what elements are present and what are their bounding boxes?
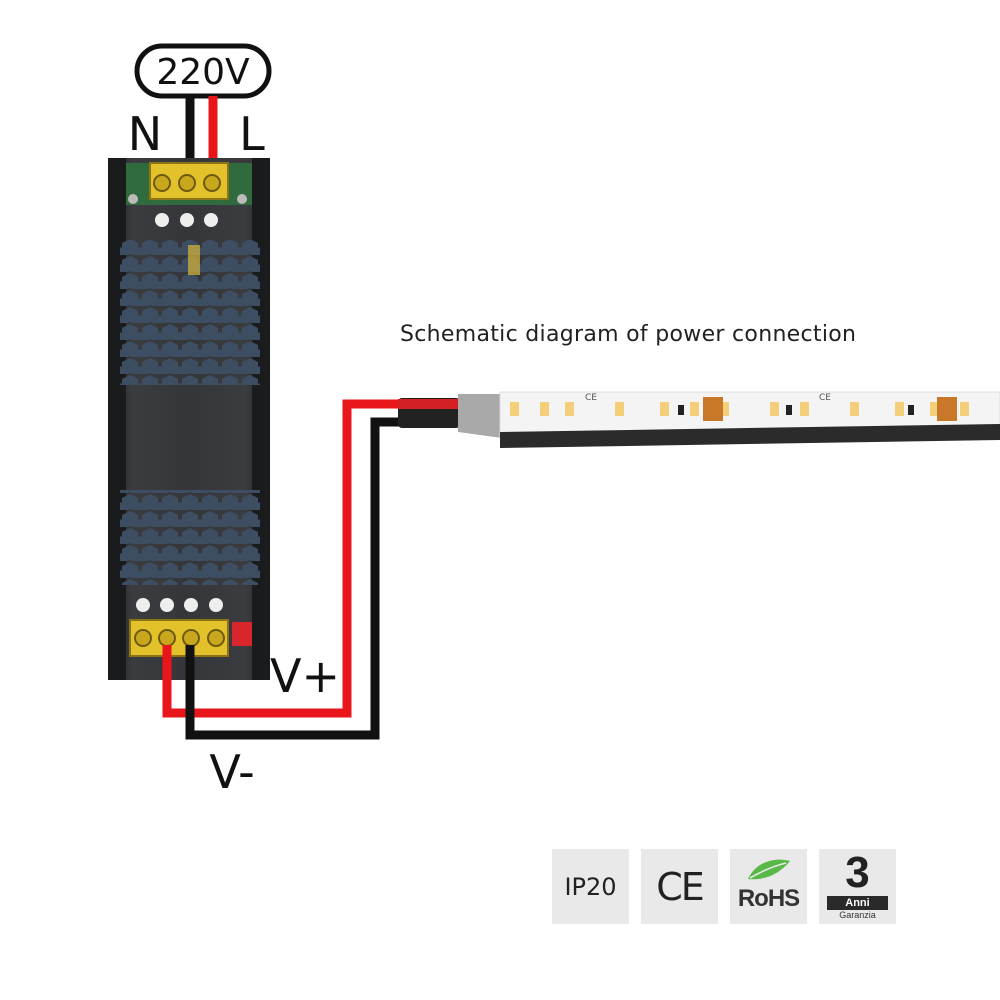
adjust-switch [232,622,252,646]
terminal-screw-icon [153,174,221,192]
input-voltage-badge: 220V [134,43,272,99]
led-chip-icon [510,397,969,421]
led-chip [615,402,624,416]
led-chip [540,402,549,416]
led-chip [895,402,904,416]
led-chip [800,402,809,416]
led-chip [565,402,574,416]
positive-label: V+ [270,649,340,703]
led-strip: CE CE [499,391,1000,448]
neutral-label: N [128,107,162,161]
warranty-unit: Anni [827,896,888,910]
input-voltage-label: 220V [156,52,250,93]
warranty-word: Garanzia [839,910,876,920]
led-chip [720,402,729,416]
positive-wire [162,399,400,718]
diagram-caption: Schematic diagram of power connection [400,322,857,347]
ip-rating-text: IP20 [564,873,617,901]
negative-label: V- [209,745,254,799]
negative-wire [185,417,400,740]
power-supply-unit [108,158,270,680]
ce-badge: CE [641,849,718,924]
strip-solder-pad [937,397,957,421]
strip-solder-pad [703,397,723,421]
strip-ce-mark: CE [585,393,597,403]
led-chip [770,402,779,416]
led-chip [660,402,669,416]
strip-connector [458,394,502,438]
live-label: L [239,107,265,161]
led-chip [690,402,699,416]
ce-text: CE [656,865,705,909]
warranty-badge: 3 Anni Garanzia [819,849,896,924]
rohs-badge: RoHS [730,849,807,924]
led-chip [930,402,939,416]
warranty-number: 3 [845,849,870,897]
rohs-leaf-icon [748,859,790,880]
lower-vent-grille [120,490,260,585]
ip20-badge: IP20 [552,849,629,924]
led-chip [510,402,519,416]
strip-resistor [908,405,914,415]
led-chip [960,402,969,416]
strip-ce-mark: CE [819,393,831,403]
rohs-text: RoHS [737,885,800,912]
led-chip [850,402,859,416]
certification-badges: IP20 CE RoHS 3 Anni Garanzia [552,849,896,924]
strip-resistor [678,405,684,415]
strip-resistor [786,405,792,415]
